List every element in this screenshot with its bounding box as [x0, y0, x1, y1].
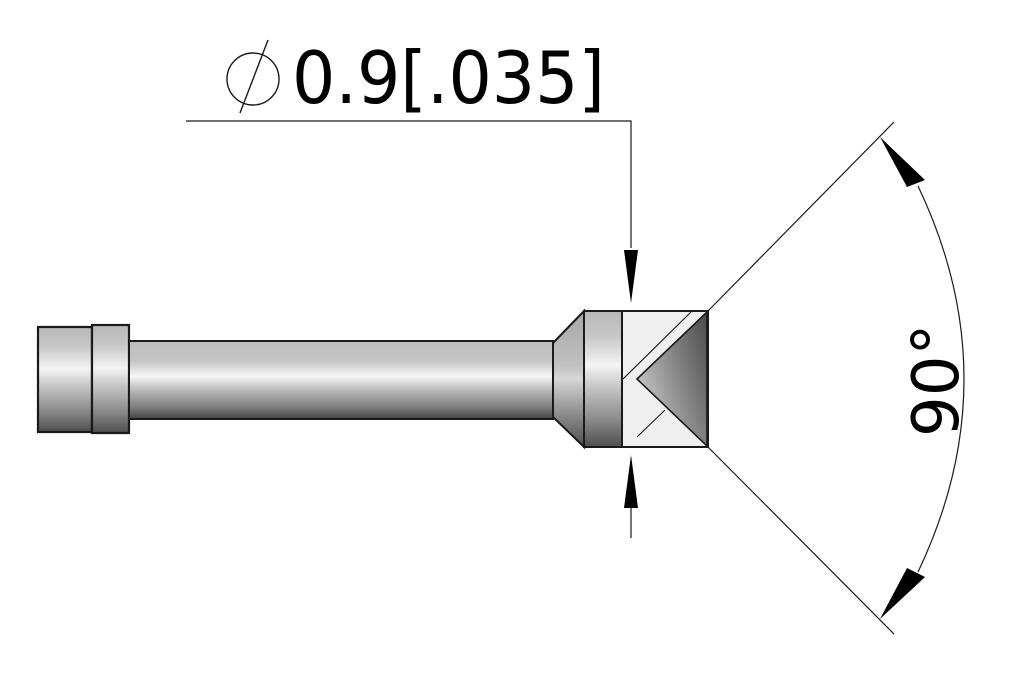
diameter-label: 0.9[.035] [292, 36, 605, 120]
angle-label: 90° [900, 324, 974, 437]
extension-line-lower [707, 446, 895, 635]
arrow-up-icon [624, 455, 638, 508]
diameter-dimension: 0.9[.035] [186, 36, 638, 538]
extension-line-upper [707, 121, 895, 312]
prism-cut-face [635, 310, 708, 448]
probe-shaft [128, 340, 554, 420]
probe-collar [90, 323, 131, 435]
arrow-lower-icon [880, 568, 925, 619]
arrow-upper-icon [880, 137, 925, 187]
probe-body [36, 308, 709, 450]
angle-dimension: 90° [707, 121, 974, 635]
prism-tip [621, 310, 709, 448]
probe-end-cap [36, 325, 94, 434]
probe-taper [552, 308, 585, 450]
diameter-symbol-icon [226, 39, 280, 114]
probe-ring [583, 310, 623, 448]
angle-arc [917, 185, 965, 573]
arrow-down-icon [624, 250, 638, 303]
